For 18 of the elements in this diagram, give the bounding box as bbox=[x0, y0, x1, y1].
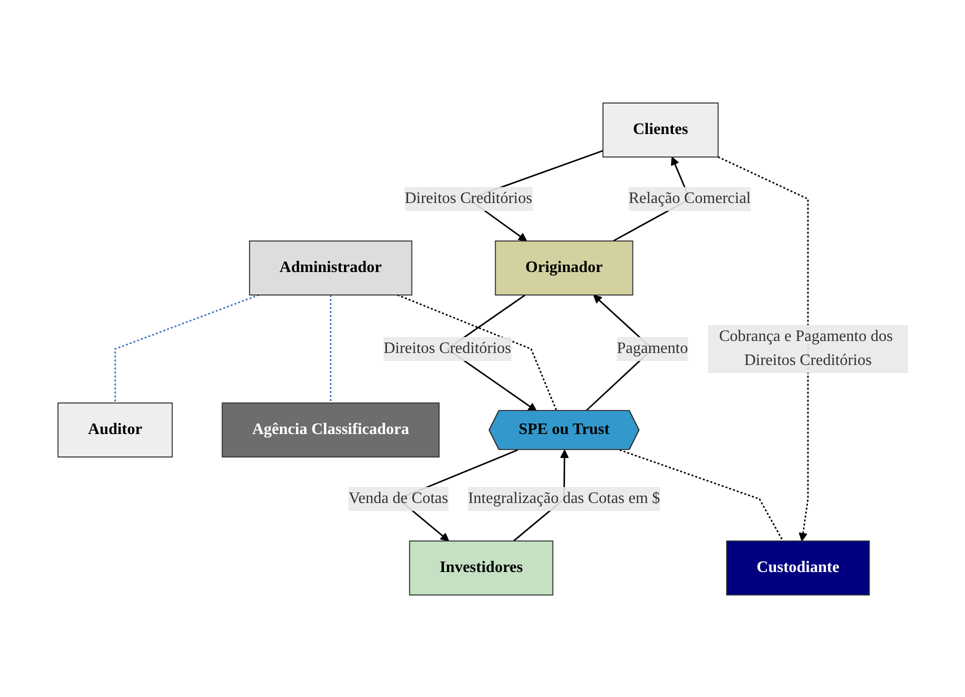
node-box: Administrador bbox=[248, 240, 412, 295]
edge-label: Pagamento bbox=[616, 339, 688, 356]
edge-label: Direitos Creditórios bbox=[383, 339, 511, 356]
edge-label: Direitos Creditórios bbox=[404, 189, 532, 206]
edge-label: Venda de Cotas bbox=[348, 489, 448, 506]
connector bbox=[619, 448, 784, 541]
node-box: Auditor bbox=[57, 402, 172, 457]
node-box: Custodiante bbox=[726, 540, 870, 595]
node-box: Agência Classificadora bbox=[221, 402, 440, 457]
connector bbox=[329, 294, 331, 402]
edge-label: Integralização das Cotas em $ bbox=[468, 489, 660, 506]
arrow bbox=[717, 156, 808, 541]
connector bbox=[114, 294, 259, 402]
node-box: Clientes bbox=[602, 102, 718, 157]
node-box: Originador bbox=[494, 240, 633, 295]
node-box: Investidores bbox=[408, 540, 553, 595]
edge-label: Relação Comercial bbox=[628, 189, 750, 206]
edge-label: Cobrança e Pagamento dos Direitos Creditórios bbox=[718, 327, 892, 368]
